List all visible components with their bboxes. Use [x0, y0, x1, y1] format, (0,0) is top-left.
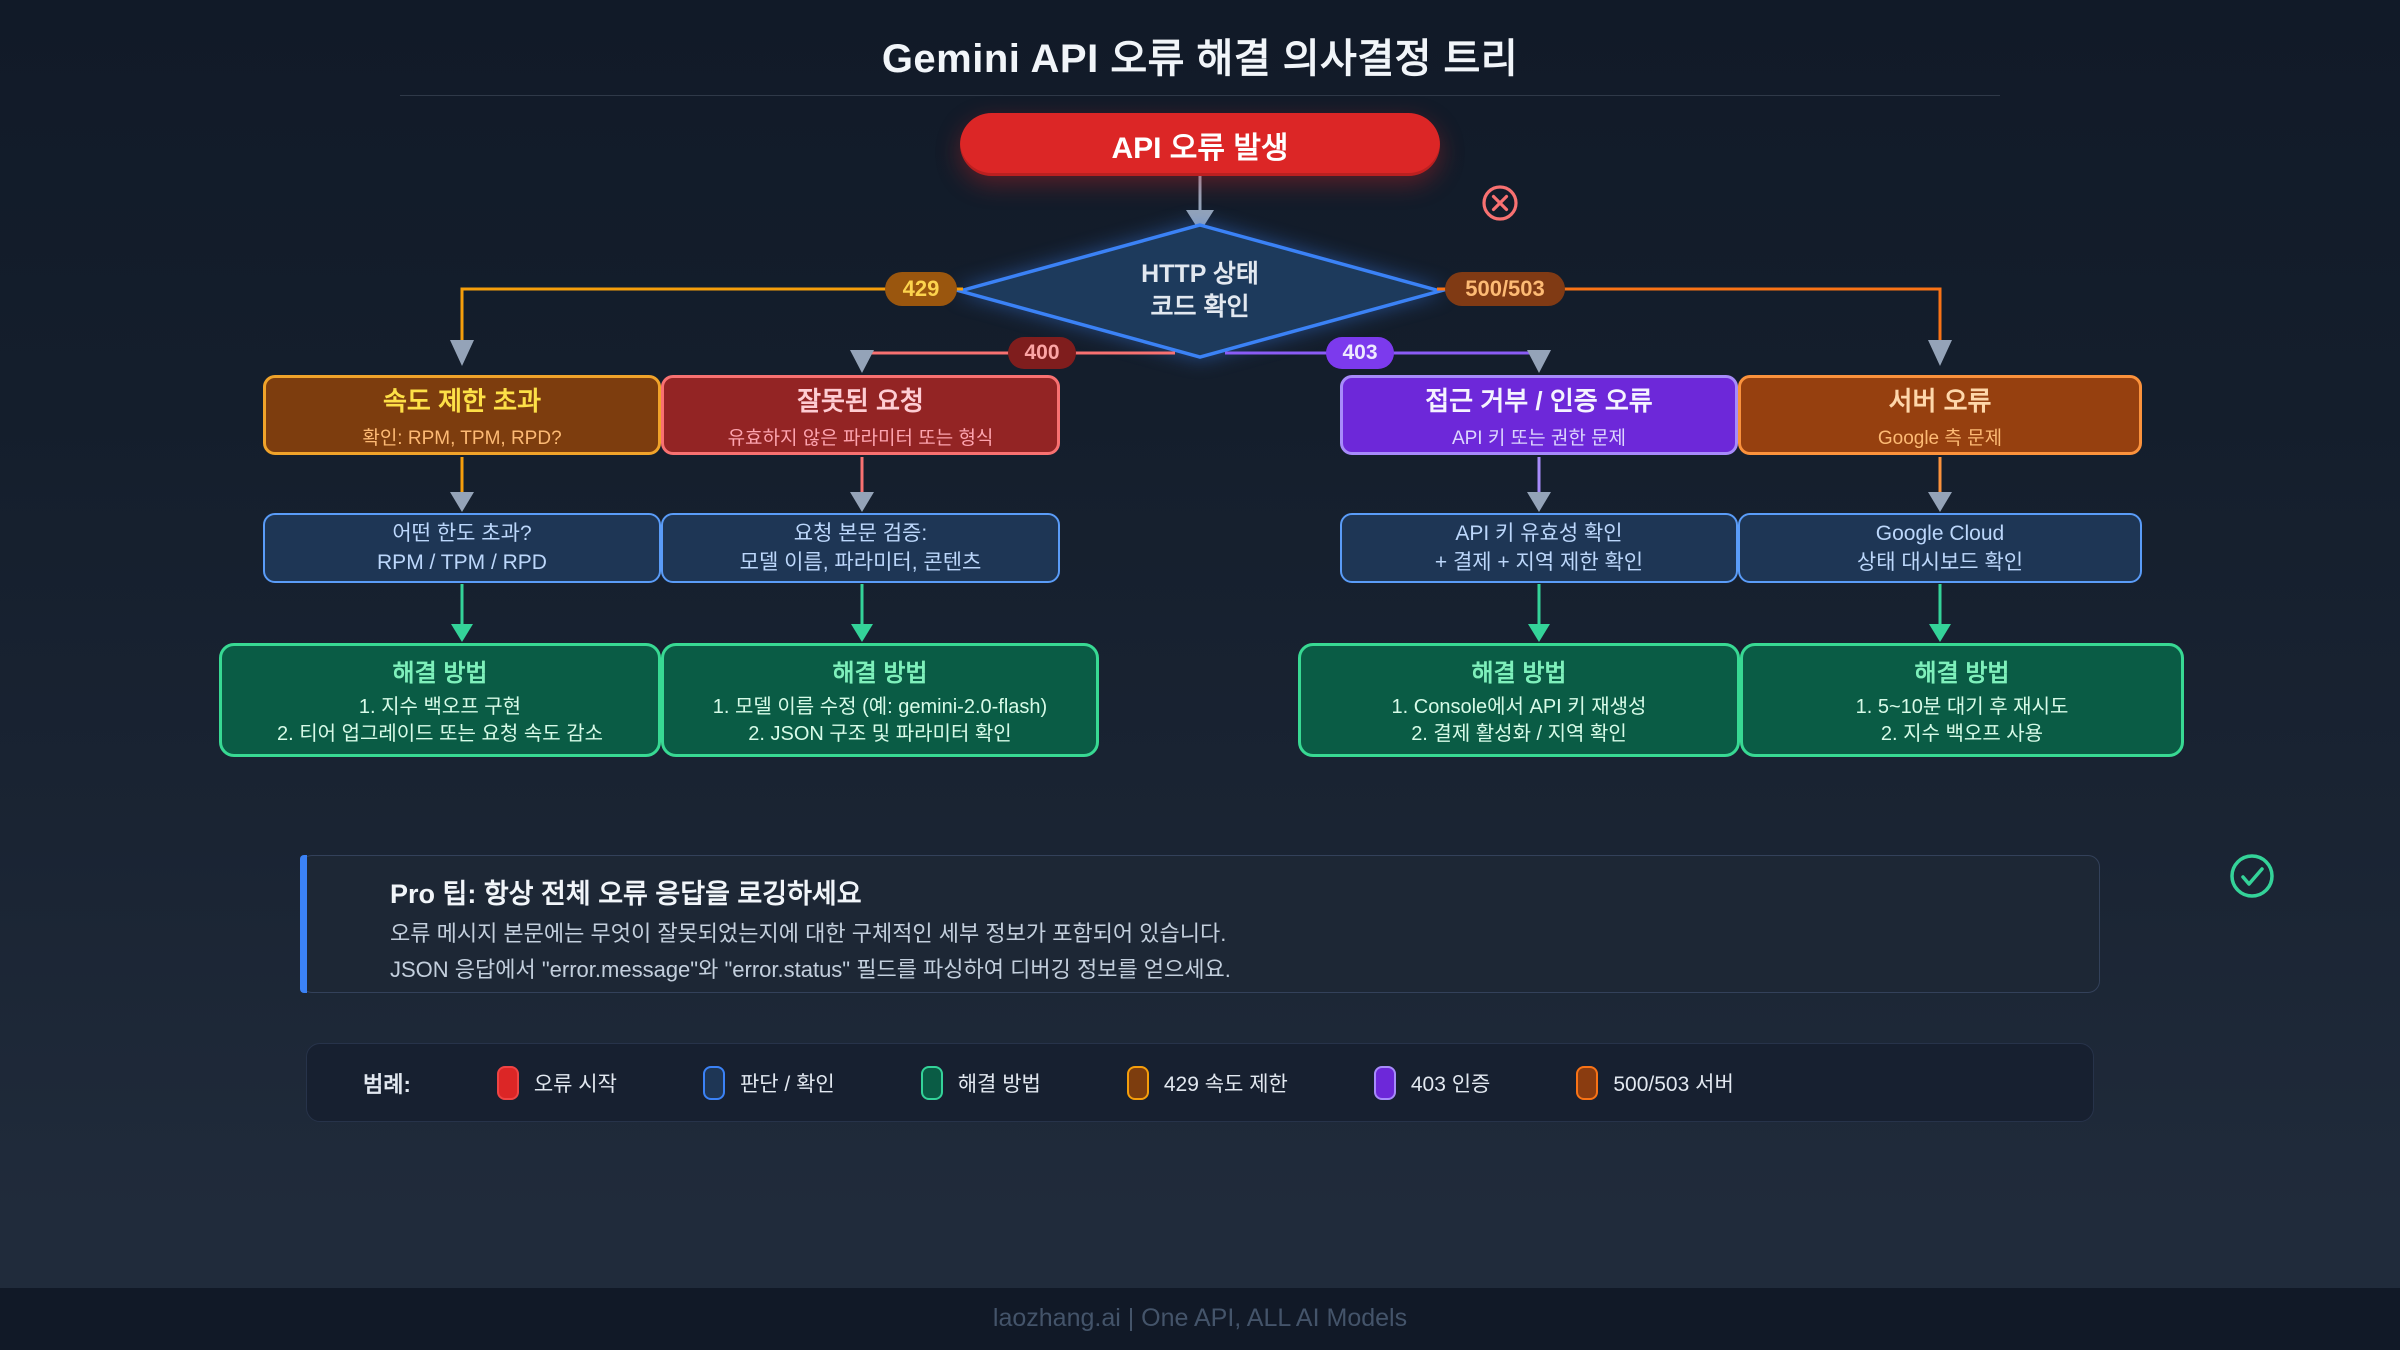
legend-item-500: 500/503 서버 — [1576, 1065, 1734, 1100]
cause-bad-request-title: 잘못된 요청 — [797, 385, 924, 416]
legend-item-429: 429 속도 제한 — [1126, 1065, 1288, 1100]
decision-diamond-label: HTTP 상태 코드 확인 — [1050, 258, 1350, 324]
solution-rate-limit: 해결 방법 1. 지수 백오프 구현 2. 티어 업그레이드 또는 요청 속도 … — [219, 643, 661, 757]
check-auth: API 키 유효성 확인 + 결제 + 지역 제한 확인 — [1340, 513, 1738, 583]
legend-label: 범례: — [363, 1071, 411, 1097]
legend-item-label: 해결 방법 — [957, 1072, 1041, 1096]
solution-rate-limit-title: 해결 방법 — [392, 659, 488, 687]
legend: 범례: 오류 시작 판단 / 확인 해결 방법 429 속도 제한 403 인증… — [306, 1043, 2094, 1122]
solution-server-item1: 1. 5~10분 대기 후 재시도 — [1855, 695, 2069, 718]
legend-item-error-start: 오류 시작 — [496, 1065, 617, 1100]
cause-bad-request-subtitle: 유효하지 않은 파라미터 또는 형식 — [727, 427, 994, 449]
pro-tip-line2: JSON 응답에서 "error.message"와 "error.status… — [390, 957, 1231, 982]
solution-auth-item1: 1. Console에서 API 키 재생성 — [1391, 695, 1647, 718]
legend-swatch-500 — [1576, 1065, 1599, 1100]
badge-429: 429 — [885, 272, 957, 306]
check-rate-limit: 어떤 한도 초과? RPM / TPM / RPD — [263, 513, 661, 583]
footer-text: laozhang.ai | One API, ALL AI Models — [992, 1304, 1408, 1332]
check-rate-limit-line1: 어떤 한도 초과? — [392, 521, 532, 545]
legend-swatch-decision — [702, 1065, 725, 1100]
solution-server: 해결 방법 1. 5~10분 대기 후 재시도 2. 지수 백오프 사용 — [1740, 643, 2184, 757]
cause-rate-limit-subtitle: 확인: RPM, TPM, RPD? — [362, 427, 562, 449]
legend-item-label: 500/503 서버 — [1613, 1072, 1734, 1096]
check-auth-line1: API 키 유효성 확인 — [1455, 521, 1623, 545]
badge-400: 400 — [1008, 337, 1076, 369]
check-server-line2: 상태 대시보드 확인 — [1856, 551, 2024, 574]
decision-line1: HTTP 상태 — [1141, 260, 1259, 288]
solution-bad-request-title: 해결 방법 — [832, 659, 928, 687]
footer-band — [0, 1288, 2400, 1350]
solution-rate-limit-item1: 1. 지수 백오프 구현 — [358, 695, 522, 718]
legend-swatch-error-start — [496, 1065, 519, 1100]
legend-swatch-solution — [920, 1065, 943, 1100]
success-icon — [2230, 854, 2274, 898]
legend-item-label: 판단 / 확인 — [739, 1072, 835, 1096]
legend-swatch-429 — [1126, 1065, 1149, 1100]
pro-tip-card — [300, 855, 2100, 993]
check-server: Google Cloud 상태 대시보드 확인 — [1738, 513, 2142, 583]
cause-server-subtitle: Google 측 문제 — [1877, 427, 2003, 449]
solution-auth-title: 해결 방법 — [1471, 659, 1567, 687]
legend-item-solution: 해결 방법 — [920, 1065, 1041, 1100]
pro-tip-title: Pro 팁: 항상 전체 오류 응답을 로깅하세요 — [390, 879, 862, 909]
check-bad-request: 요청 본문 검증: 모델 이름, 파라미터, 콘텐츠 — [661, 513, 1060, 583]
error-icon — [1482, 185, 1518, 221]
solution-auth-item2: 2. 결제 활성화 / 지역 확인 — [1411, 722, 1627, 745]
solution-auth: 해결 방법 1. Console에서 API 키 재생성 2. 결제 활성화 /… — [1298, 643, 1740, 757]
page-title: Gemini API 오류 해결 의사결정 트리 — [881, 37, 1519, 81]
start-node-label: API 오류 발생 — [1111, 131, 1289, 165]
solution-rate-limit-item2: 2. 티어 업그레이드 또는 요청 속도 감소 — [276, 722, 604, 745]
start-node: API 오류 발생 — [960, 113, 1440, 176]
solution-server-item2: 2. 지수 백오프 사용 — [1880, 722, 2044, 745]
legend-swatch-403 — [1373, 1065, 1396, 1100]
pro-tip-accent-bar — [300, 855, 307, 993]
check-auth-line2: + 결제 + 지역 제한 확인 — [1434, 551, 1644, 574]
check-rate-limit-line2: RPM / TPM / RPD — [377, 551, 547, 574]
solution-bad-request: 해결 방법 1. 모델 이름 수정 (예: gemini-2.0-flash) … — [661, 643, 1099, 757]
cause-bad-request: 잘못된 요청 유효하지 않은 파라미터 또는 형식 — [661, 375, 1060, 455]
legend-item-label: 403 인증 — [1410, 1072, 1491, 1096]
solution-server-title: 해결 방법 — [1914, 659, 2010, 687]
badge-500-503: 500/503 — [1445, 272, 1565, 306]
legend-item-label: 오류 시작 — [533, 1072, 617, 1096]
cause-auth: 접근 거부 / 인증 오류 API 키 또는 권한 문제 — [1340, 375, 1738, 455]
legend-item-label: 429 속도 제한 — [1163, 1072, 1288, 1096]
legend-item-403: 403 인증 — [1373, 1065, 1491, 1100]
badge-403: 403 — [1326, 337, 1394, 369]
check-bad-request-line2: 모델 이름, 파라미터, 콘텐츠 — [739, 551, 982, 574]
title-divider — [400, 95, 2000, 96]
cause-auth-title: 접근 거부 / 인증 오류 — [1425, 385, 1653, 416]
solution-bad-request-item1: 1. 모델 이름 수정 (예: gemini-2.0-flash) — [712, 695, 1048, 718]
pro-tip-line1: 오류 메시지 본문에는 무엇이 잘못되었는지에 대한 구체적인 세부 정보가 포… — [390, 921, 1227, 946]
solution-bad-request-item2: 2. JSON 구조 및 파라미터 확인 — [748, 722, 1012, 745]
decision-line2: 코드 확인 — [1150, 293, 1250, 321]
check-bad-request-line1: 요청 본문 검증: — [793, 521, 928, 545]
cause-rate-limit: 속도 제한 초과 확인: RPM, TPM, RPD? — [263, 375, 661, 455]
cause-server: 서버 오류 Google 측 문제 — [1738, 375, 2142, 455]
check-server-line1: Google Cloud — [1875, 521, 2005, 545]
cause-auth-subtitle: API 키 또는 권한 문제 — [1451, 427, 1627, 449]
legend-item-decision: 판단 / 확인 — [702, 1065, 835, 1100]
cause-server-title: 서버 오류 — [1888, 385, 1992, 416]
cause-rate-limit-title: 속도 제한 초과 — [383, 385, 541, 416]
